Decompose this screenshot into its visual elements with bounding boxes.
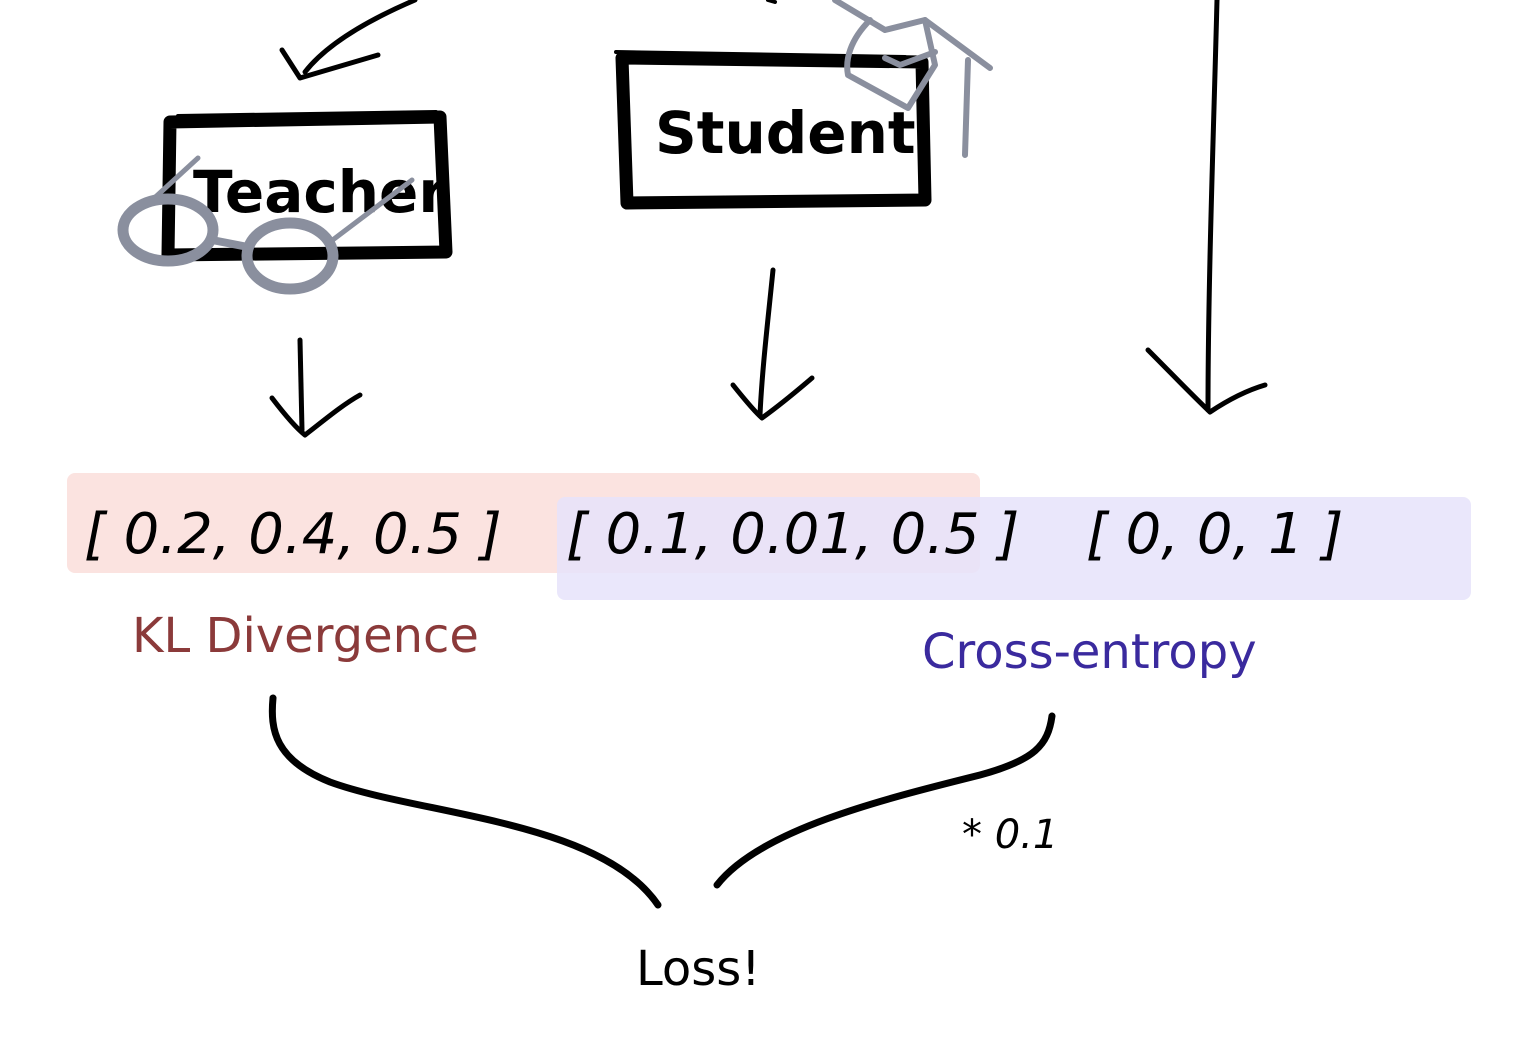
kl-divergence-label: KL Divergence [132, 608, 479, 664]
input-stroke-student [766, 0, 777, 4]
ground-truth-vector: [ 0, 0, 1 ] [1086, 502, 1343, 567]
total-loss-label: Loss! [636, 941, 761, 997]
ground-truth-arrowhead [1145, 347, 1268, 415]
teacher-node: Teacher [117, 110, 453, 295]
student-box [615, 51, 932, 210]
ce-brace-arm [713, 712, 1056, 889]
cross-entropy-label: Cross-entropy [922, 624, 1257, 680]
graduation-cap-icon [832, 0, 993, 158]
teacher-label: Teacher [193, 158, 447, 226]
input-arrow-teacher [302, 0, 418, 75]
student-label: Student [655, 99, 916, 167]
student-output-arrow [757, 267, 776, 418]
ground-truth-arrow [1205, 0, 1220, 413]
glasses-icon [117, 155, 415, 295]
ce-weight-label: * 0.1 [962, 812, 1058, 858]
student-output-vector: [ 0.1, 0.01, 0.5 ] [566, 502, 1019, 567]
kl-brace-arm [268, 694, 662, 909]
student-output-arrowhead [730, 375, 815, 421]
student-node: Student [614, 0, 993, 210]
input-arrowhead-teacher [279, 47, 381, 81]
ce-highlight [557, 497, 1471, 600]
teacher-output-arrowhead [269, 392, 363, 438]
teacher-output-vector: [ 0.2, 0.4, 0.5 ] [84, 502, 502, 567]
teacher-box [161, 110, 453, 262]
teacher-output-arrow [297, 337, 305, 433]
